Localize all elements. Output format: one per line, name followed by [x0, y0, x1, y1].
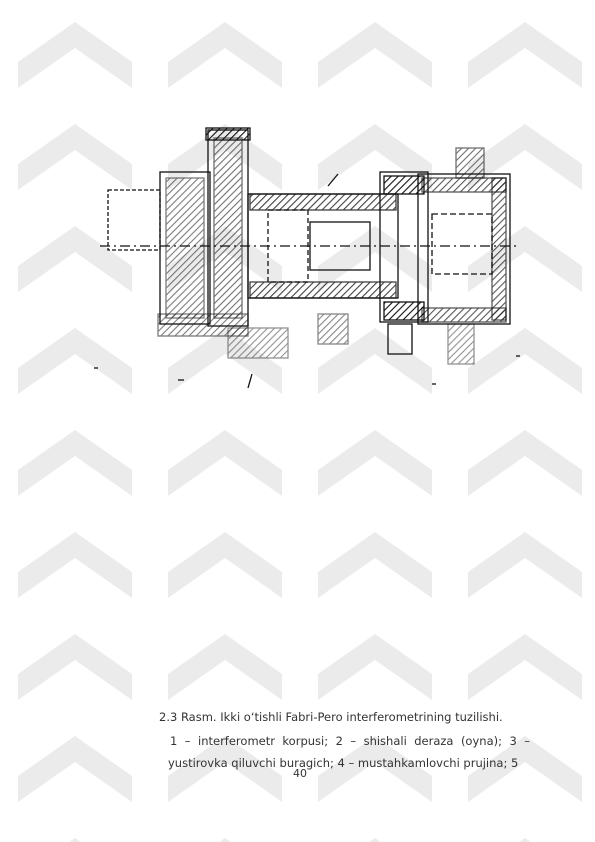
figure-caption-line: 1 – interferometr korpusi; 2 – shishali … — [170, 734, 530, 748]
interferometer-drawing — [94, 127, 520, 389]
page-number: 40 — [293, 767, 307, 780]
figure-caption-line: yustirovka qiluvchi buragich; 4 – mustah… — [168, 756, 519, 770]
figure-caption-title: 2.3 Rasm. Ikki o‘tishli Fabri-Pero inter… — [159, 710, 503, 724]
